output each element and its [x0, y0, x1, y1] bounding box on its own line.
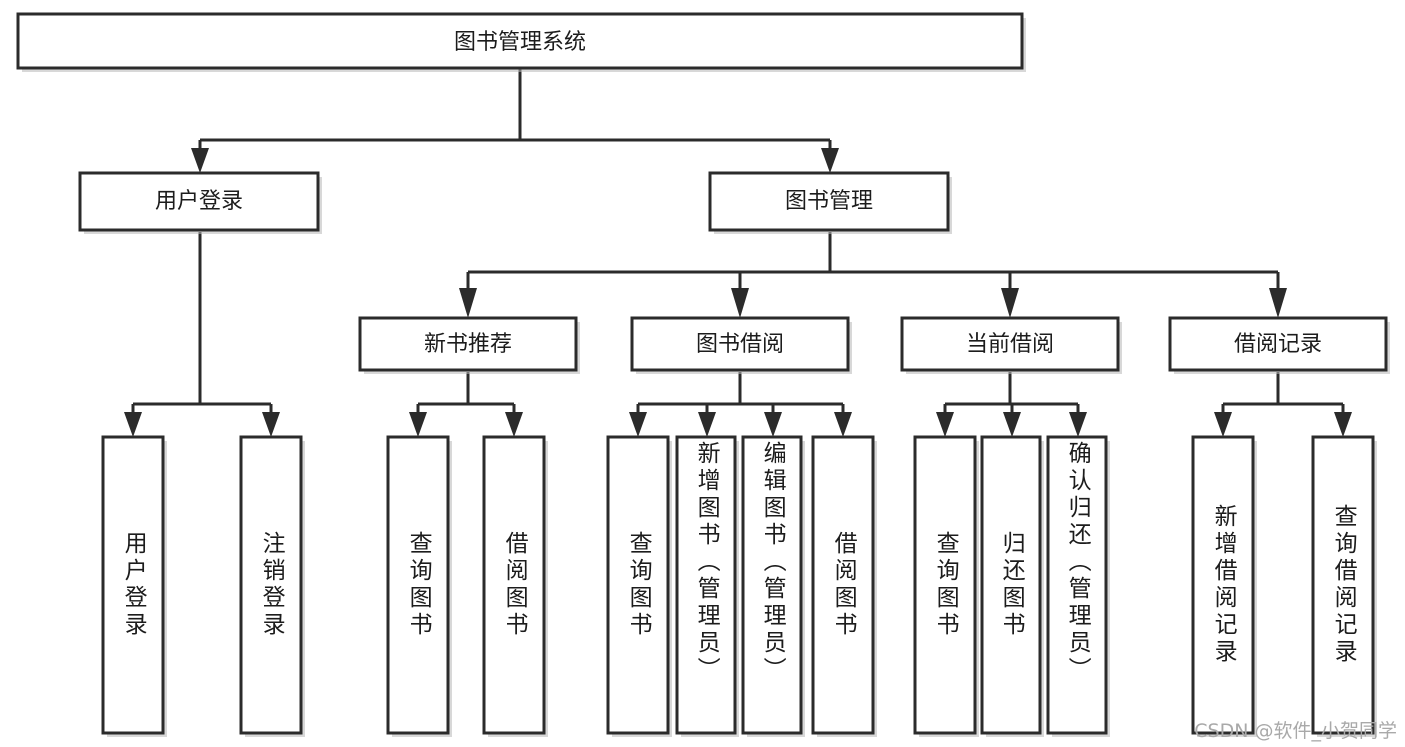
root-label: 图书管理系统 — [454, 30, 586, 55]
arrow-leaf-borrow-book-2-icon — [834, 412, 852, 437]
arrow-leaf-add-book-icon — [698, 412, 716, 437]
arrow-leaf-edit-book-icon — [764, 412, 782, 437]
node-leaf-edit-book[interactable] — [741, 435, 803, 735]
node-leaf-query-book-3[interactable] — [913, 435, 977, 735]
user-login-label: 用户登录 — [155, 189, 243, 214]
node-root[interactable] — [16, 12, 1024, 70]
arrow-leaf-user-login-icon — [124, 412, 142, 437]
arrow-to-current-borrow-icon — [1001, 288, 1019, 318]
current-borrow-label: 当前借阅 — [966, 332, 1054, 357]
node-layer: 图书管理系统 用户登录 图书管理 新书推荐 图书借阅 当前借阅 借阅记录 — [16, 12, 1390, 737]
arrow-leaf-borrow-book-1-icon — [505, 412, 523, 437]
node-leaf-borrow-book-2[interactable] — [811, 435, 875, 735]
node-leaf-add-book[interactable] — [675, 435, 737, 735]
arrow-leaf-query-book-1-icon — [409, 412, 427, 437]
node-borrow-record[interactable] — [1168, 316, 1388, 372]
node-leaf-query-book-2[interactable] — [606, 435, 670, 735]
new-book-recommend-label: 新书推荐 — [424, 332, 512, 357]
node-leaf-user-login[interactable] — [101, 435, 165, 735]
arrow-leaf-query-book-2-icon — [629, 412, 647, 437]
node-book-management[interactable] — [708, 171, 950, 232]
arrow-leaf-add-record-icon — [1214, 412, 1232, 437]
arrow-to-user-login-icon — [191, 148, 209, 173]
node-book-borrow[interactable] — [630, 316, 850, 372]
node-leaf-add-record[interactable] — [1191, 435, 1255, 735]
book-borrow-label: 图书借阅 — [696, 332, 784, 357]
arrow-to-book-borrow-icon — [731, 288, 749, 318]
node-user-login[interactable] — [78, 171, 320, 232]
arrow-to-new-book-recommend-icon — [459, 288, 477, 318]
arrow-leaf-return-book-icon — [1003, 412, 1021, 437]
node-new-book-recommend[interactable] — [358, 316, 578, 372]
node-current-borrow[interactable] — [900, 316, 1120, 372]
node-leaf-return-book[interactable] — [980, 435, 1042, 735]
connector-layer — [124, 68, 1352, 437]
borrow-record-label: 借阅记录 — [1234, 332, 1322, 357]
arrow-leaf-logout-login-icon — [262, 412, 280, 437]
arrow-leaf-confirm-return-icon — [1069, 412, 1087, 437]
arrow-to-borrow-record-icon — [1269, 288, 1287, 318]
node-leaf-borrow-book-1[interactable] — [482, 435, 546, 735]
arrow-leaf-query-book-3-icon — [936, 412, 954, 437]
arrow-to-book-management-icon — [821, 148, 839, 173]
node-leaf-query-record[interactable] — [1311, 435, 1375, 735]
book-management-label: 图书管理 — [785, 189, 873, 214]
node-leaf-logout-login[interactable] — [239, 435, 303, 735]
arrow-leaf-query-record-icon — [1334, 412, 1352, 437]
node-leaf-query-book-1[interactable] — [386, 435, 450, 735]
node-leaf-confirm-return[interactable] — [1046, 435, 1108, 735]
